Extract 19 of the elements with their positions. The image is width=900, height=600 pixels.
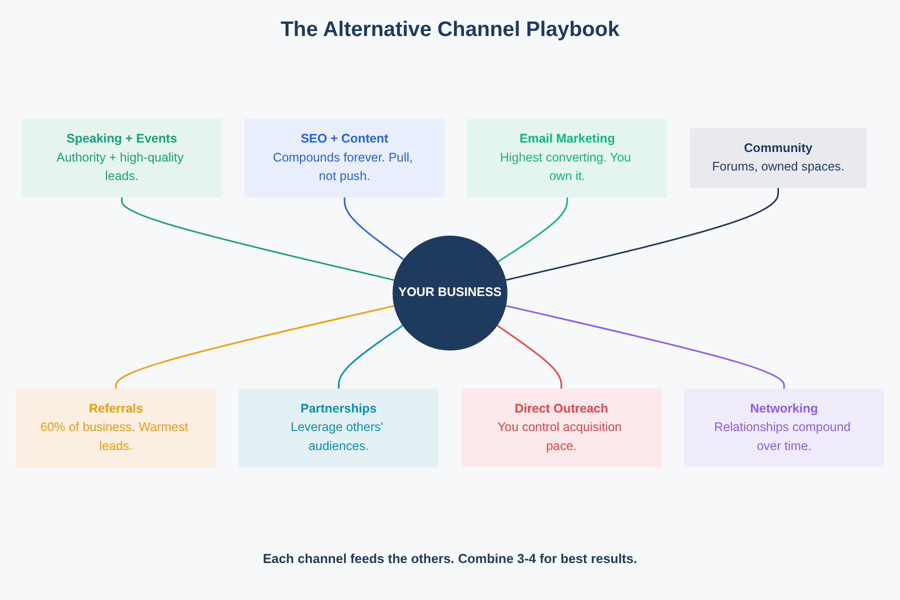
node-box: Email Marketing Highest converting. You own it. <box>467 118 668 198</box>
connector <box>121 197 395 281</box>
connector <box>505 188 779 281</box>
connector <box>496 324 562 389</box>
title: The Alternative Channel Playbook <box>280 18 620 42</box>
connector <box>344 197 404 260</box>
node-box: Networking Relationships compound over time. <box>684 388 884 468</box>
connector <box>497 197 568 262</box>
node-box: Speaking + Events Authority + high-quality leads. <box>22 118 222 198</box>
node-box: Direct Outreach You control acquisition pace. <box>461 388 662 468</box>
connector <box>505 304 785 389</box>
node-circle: YOUR BUSINESS <box>392 236 508 350</box>
node-box: Referrals 60% of business. Warmest leads. <box>16 388 216 468</box>
node-box: Partnerships Leverage others' audiences. <box>238 388 439 468</box>
node-box: SEO + Content Compounds forever. Pull, not push. <box>244 118 445 198</box>
connector <box>338 324 404 389</box>
caption: Each channel feeds the others. Combine 3-4 for best results. <box>262 551 638 566</box>
node-box: Community Forums, owned spaces. <box>690 128 867 188</box>
connector <box>115 304 395 389</box>
